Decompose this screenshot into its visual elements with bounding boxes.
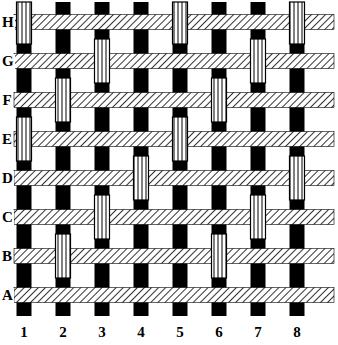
row-letter: H	[1, 15, 15, 30]
warp-thread	[290, 2, 305, 316]
warp-thread	[173, 2, 188, 316]
warp-float	[173, 2, 188, 44]
warp-float	[212, 234, 227, 278]
column-number: 4	[136, 325, 146, 340]
warp-thread	[251, 2, 266, 316]
warp-float	[251, 39, 266, 83]
weft-threads	[14, 15, 334, 303]
warp-thread	[17, 2, 32, 316]
column-number: 2	[58, 325, 68, 340]
row-letter: C	[1, 210, 14, 225]
row-letter: F	[1, 93, 12, 108]
column-number: 3	[97, 325, 107, 340]
warp-float	[251, 195, 266, 239]
warp-thread	[56, 2, 71, 316]
warp-float	[134, 156, 149, 200]
warp-float	[95, 39, 110, 83]
column-number: 7	[253, 325, 263, 340]
warp-float	[290, 2, 305, 44]
warp-float	[212, 78, 227, 122]
weft-thread	[14, 54, 334, 69]
warp-float	[17, 2, 32, 44]
warp-thread	[95, 2, 110, 316]
column-number: 1	[19, 325, 29, 340]
warp-thread	[134, 2, 149, 316]
column-number: 5	[175, 325, 185, 340]
warp-float	[173, 117, 188, 161]
warp-floats	[17, 2, 305, 278]
row-letter: B	[1, 249, 13, 264]
row-letter: A	[1, 288, 14, 303]
warp-thread	[212, 2, 227, 316]
column-number: 6	[214, 325, 224, 340]
weft-thread	[14, 171, 334, 186]
warp-threads	[17, 2, 305, 316]
weft-thread	[14, 210, 334, 225]
row-letter: G	[1, 54, 15, 69]
column-number: 8	[292, 325, 302, 340]
warp-float	[56, 78, 71, 122]
warp-float	[95, 195, 110, 239]
weft-thread	[14, 288, 334, 303]
row-letter: D	[1, 171, 14, 186]
warp-float	[290, 156, 305, 200]
warp-float	[17, 117, 32, 161]
warp-float	[56, 234, 71, 278]
row-letter: E	[1, 132, 13, 147]
